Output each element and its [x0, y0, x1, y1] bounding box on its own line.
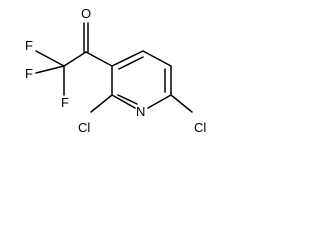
- atom-label-chlorine-right: Cl: [194, 120, 206, 135]
- ring-inner-double-c2-n: [117, 94, 138, 105]
- structure-drawing: O F F F Cl N Cl: [25, 6, 206, 135]
- bond-carbonyl-ring: [85, 51, 113, 67]
- bond-c-f-left: [35, 65, 65, 74]
- atom-label-fluorine-top: F: [25, 38, 33, 53]
- molecule-canvas: O F F F Cl N Cl: [0, 0, 226, 138]
- bond-cf3-carbonyl: [63, 51, 87, 67]
- atom-label-chlorine-left: Cl: [78, 120, 90, 135]
- ring-bond-c2-n: [111, 94, 136, 109]
- bond-c2-cl: [90, 94, 113, 113]
- atom-label-oxygen: O: [81, 6, 91, 21]
- bond-c6-cl: [170, 94, 193, 113]
- bond-c-f-top: [35, 50, 65, 67]
- atom-label-nitrogen: N: [136, 104, 145, 119]
- ring-bond-n-c6: [147, 94, 172, 109]
- ring-bond-c4-c3: [111, 50, 144, 67]
- atom-label-fluorine-left: F: [25, 66, 33, 81]
- ring-inner-double-c3-c4: [118, 56, 144, 70]
- ring-bond-c5-c4: [142, 50, 172, 67]
- atom-label-fluorine-bottom: F: [61, 95, 69, 110]
